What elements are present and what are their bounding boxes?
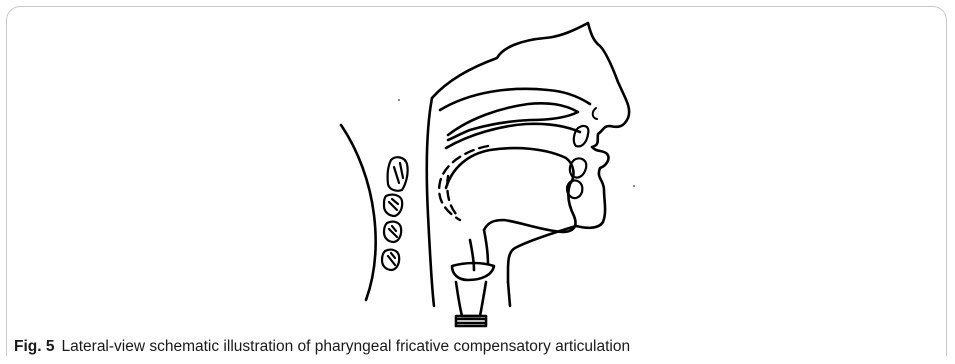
upper-incisor	[574, 126, 589, 146]
trachea-ring	[456, 316, 486, 326]
larynx-cartilage	[456, 282, 486, 316]
hard-palate-upper	[448, 103, 578, 140]
head-profile-outline	[432, 23, 629, 282]
figure-caption: Fig. 5 Lateral-view schematic illustratio…	[14, 336, 934, 358]
neck-back-outline	[341, 125, 376, 300]
figure-caption-text: Lateral-view schematic illustration of p…	[61, 338, 630, 355]
scan-dot	[633, 185, 635, 187]
cervical-vertebrae	[382, 157, 408, 270]
hard-palate-lower	[446, 124, 580, 148]
tongue	[446, 148, 576, 232]
nostril	[593, 108, 597, 119]
neck-front-outline	[508, 282, 510, 306]
figure-label: Fig. 5	[14, 338, 54, 355]
posterior-pharyngeal-wall	[427, 98, 434, 306]
pharyngeal-constriction-dashed	[447, 176, 456, 214]
scan-dot	[398, 99, 400, 101]
